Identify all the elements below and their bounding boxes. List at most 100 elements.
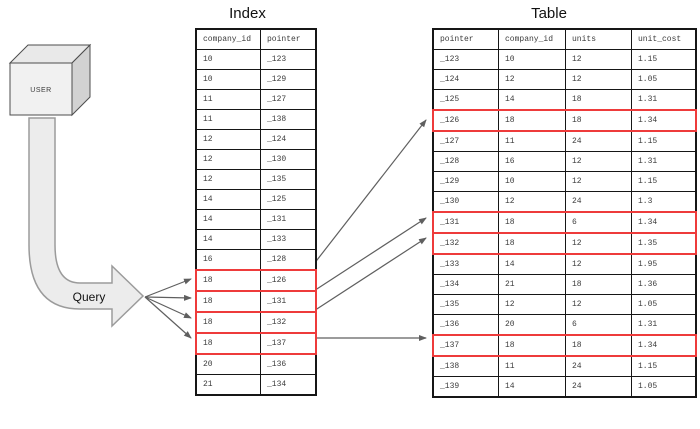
cell: 12: [498, 191, 566, 213]
cell: 18: [565, 334, 632, 357]
cell: 1.15: [631, 130, 697, 152]
cell: 14: [195, 209, 261, 230]
cell: _128: [260, 249, 317, 271]
cell: _138: [260, 109, 317, 130]
cell: 1.31: [631, 89, 697, 111]
table-row: 12_124: [195, 129, 317, 150]
cell: 21: [498, 274, 566, 295]
cell: 12: [195, 149, 261, 170]
index-to-table-arrow: [302, 217, 427, 299]
cell: 1.95: [631, 253, 697, 275]
query-block-arrow: Query: [28, 117, 145, 328]
cell: 21: [195, 374, 261, 396]
table-row: 14_133: [195, 229, 317, 250]
cell: _135: [432, 294, 499, 315]
cell: _123: [432, 49, 499, 70]
cell: 24: [565, 191, 632, 213]
table-row: 10_123: [195, 49, 317, 70]
query-fan-arrow: [144, 296, 192, 319]
cell: 12: [565, 151, 632, 172]
cell: 11: [498, 355, 566, 377]
cell: _131: [260, 209, 317, 230]
cell: _125: [260, 189, 317, 210]
cell: 24: [565, 130, 632, 152]
table-row: 16_128: [195, 249, 317, 271]
user-label: USER: [30, 87, 51, 94]
cell: 14: [195, 229, 261, 250]
column-header-company_id: company_id: [498, 28, 566, 50]
cell: 12: [565, 171, 632, 192]
cell: _127: [260, 89, 317, 110]
cell: 10: [498, 171, 566, 192]
cell: 12: [565, 294, 632, 315]
cell: 11: [195, 109, 261, 130]
query-fan-arrow: [144, 278, 192, 298]
cell: _138: [432, 355, 499, 377]
cell: 12: [195, 129, 261, 150]
query-fan-arrow: [144, 296, 192, 339]
cell: 18: [195, 290, 261, 313]
cell: _127: [432, 130, 499, 152]
cell: _131: [432, 211, 499, 234]
cell: 12: [498, 294, 566, 315]
cell: 18: [498, 232, 566, 255]
cell: 1.34: [631, 211, 697, 234]
user-cube: USER: [8, 43, 92, 117]
cell: 11: [195, 89, 261, 110]
column-header-units: units: [565, 28, 632, 50]
cell: _126: [432, 109, 499, 132]
table-row: 20_136: [195, 353, 317, 375]
cell: _132: [260, 311, 317, 334]
cell: 16: [498, 151, 566, 172]
cell: 1.05: [631, 69, 697, 90]
table-row: 18_132: [195, 311, 317, 334]
table-row: 12_130: [195, 149, 317, 170]
cell: _124: [260, 129, 317, 150]
cell: 18: [565, 274, 632, 295]
table-row: 12_135: [195, 169, 317, 190]
table-row: 21_134: [195, 374, 317, 396]
index-table-title: Index: [229, 5, 266, 22]
cell: _126: [260, 269, 317, 292]
cell: 1.34: [631, 334, 697, 357]
query-arrow-shape: [28, 117, 145, 328]
cell: 16: [195, 249, 261, 271]
cell: 18: [195, 269, 261, 292]
cell: _129: [432, 171, 499, 192]
cell: _129: [260, 69, 317, 90]
cell: 20: [195, 353, 261, 375]
cell: 12: [565, 232, 632, 255]
cell: 1.15: [631, 355, 697, 377]
cell: _137: [432, 334, 499, 357]
index-to-table-arrow: [302, 237, 427, 319]
cell: _131: [260, 290, 317, 313]
cell: 18: [498, 109, 566, 132]
cell: _133: [432, 253, 499, 275]
column-header-pointer: pointer: [432, 28, 499, 50]
data-table-title: Table: [531, 5, 567, 22]
cell: 1.3: [631, 191, 697, 213]
cell: 24: [565, 376, 632, 398]
table-row: 14_131: [195, 209, 317, 230]
cell: _136: [260, 353, 317, 375]
cell: 12: [565, 69, 632, 90]
query-fan-arrow: [144, 294, 192, 301]
cell: 24: [565, 355, 632, 377]
cell: 10: [498, 49, 566, 70]
column-header-company_id: company_id: [195, 28, 261, 50]
cell: 6: [565, 211, 632, 234]
